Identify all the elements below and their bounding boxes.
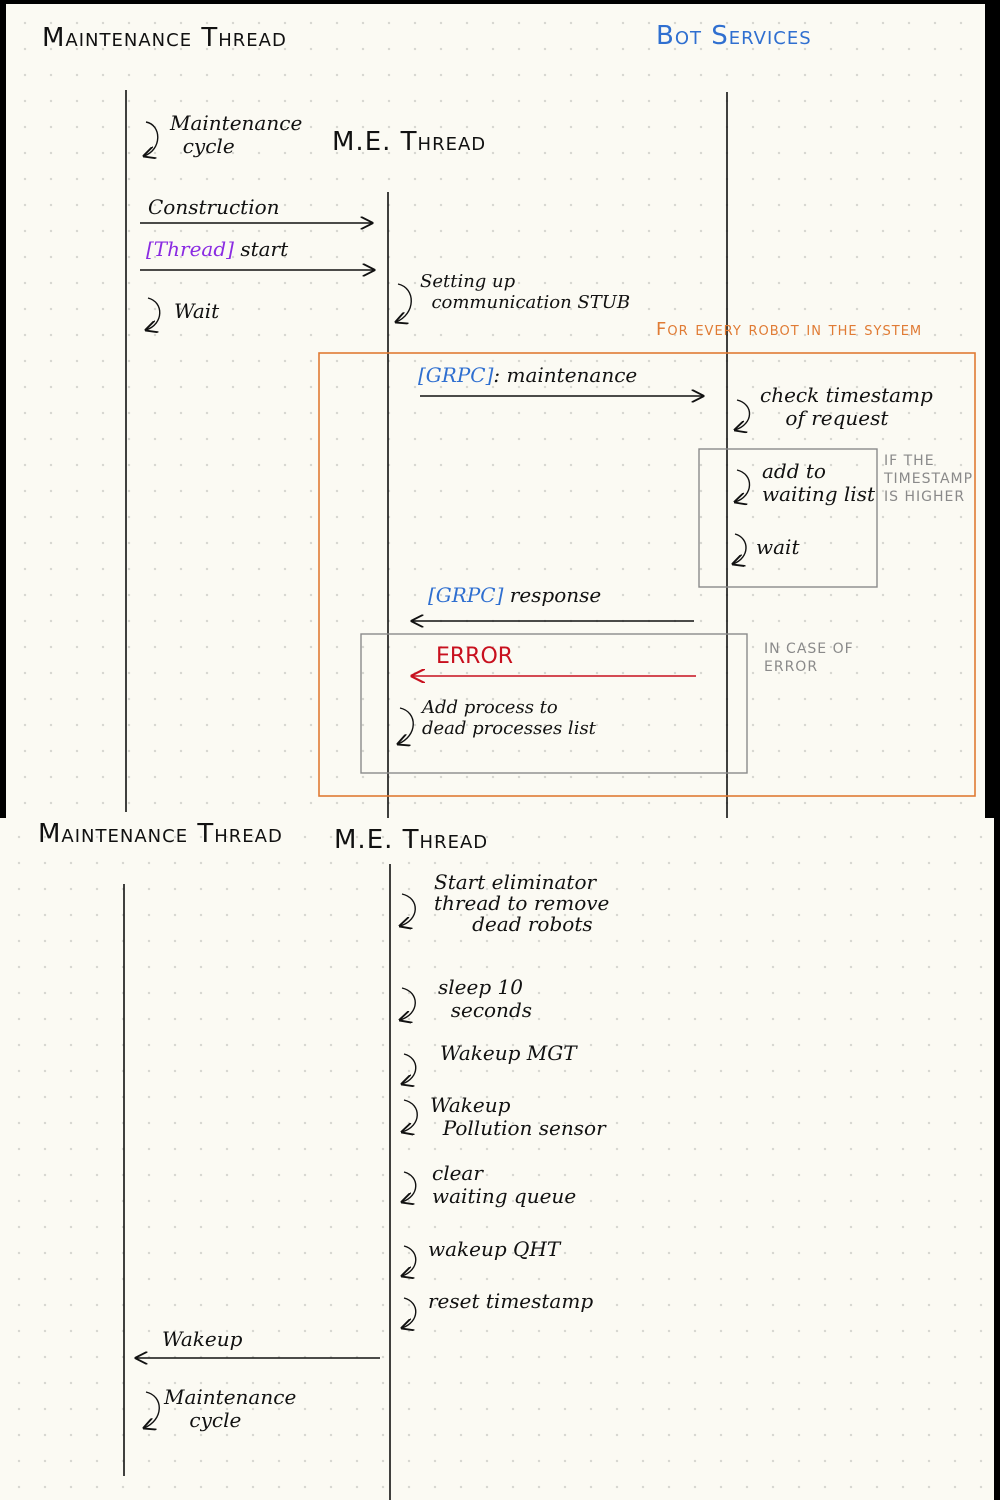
add-to-waiting-list-label: add to waiting list bbox=[762, 459, 876, 506]
lifeline-title-me-thread: M.E. Thread bbox=[332, 127, 487, 157]
wakeup-label: Wakeup bbox=[162, 1327, 243, 1351]
thread-start-label: [Thread] start bbox=[146, 238, 288, 261]
setting-up-label: Setting up communication STUB bbox=[420, 271, 631, 313]
response-label: response bbox=[509, 583, 602, 607]
wait-label: Wait bbox=[174, 299, 220, 323]
reset-timestamp-label: reset timestamp bbox=[428, 1289, 594, 1313]
add-process-label: Add process to dead processes list bbox=[422, 697, 596, 739]
wakeup-mgt-label: Wakeup MGT bbox=[440, 1041, 577, 1065]
wakeup-pollution-label: Wakeup Pollution sensor bbox=[430, 1093, 606, 1140]
grpc-tag-2: [GRPC] bbox=[428, 583, 504, 607]
grpc-response-label: [GRPC] response bbox=[428, 584, 601, 607]
thread-tag: [Thread] bbox=[146, 237, 234, 261]
lifeline-title-maintenance-thread: Maintenance Thread bbox=[42, 23, 287, 53]
check-timestamp-label: check timestamp of request bbox=[760, 383, 933, 430]
maintenance-msg: : maintenance bbox=[493, 363, 638, 387]
lifeline-title-bot-services: Bot Services bbox=[656, 21, 812, 51]
sleep-label: sleep 10 seconds bbox=[438, 975, 533, 1022]
maintenance-cycle-label-bottom: Maintenance cycle bbox=[164, 1385, 297, 1432]
grpc-maintenance-label: [GRPC]: maintenance bbox=[418, 364, 637, 387]
start-label: start bbox=[240, 237, 289, 261]
wait-label-2: wait bbox=[756, 535, 800, 559]
lifeline-title-maintenance-thread-bottom: Maintenance Thread bbox=[38, 819, 283, 849]
grpc-tag: [GRPC] bbox=[418, 363, 494, 387]
loop-label: For every robot in the system bbox=[656, 319, 923, 340]
maintenance-cycle-label: Maintenance cycle bbox=[170, 111, 303, 158]
construction-label: Construction bbox=[148, 195, 280, 219]
timestamp-condition-note: IF THE TIMESTAMP IS HIGHER bbox=[884, 453, 974, 506]
error-label: ERROR bbox=[436, 644, 514, 669]
error-condition-note: IN CASE OF ERROR bbox=[764, 641, 854, 676]
diagram-panel-bottom bbox=[0, 818, 994, 1500]
start-eliminator-label: Start eliminator thread to remove dead r… bbox=[434, 870, 610, 936]
clear-waiting-label: clear waiting queue bbox=[432, 1161, 577, 1208]
lifeline-title-me-thread-bottom: M.E. Thread bbox=[334, 825, 489, 855]
wakeup-qht-label: wakeup QHT bbox=[428, 1237, 561, 1261]
